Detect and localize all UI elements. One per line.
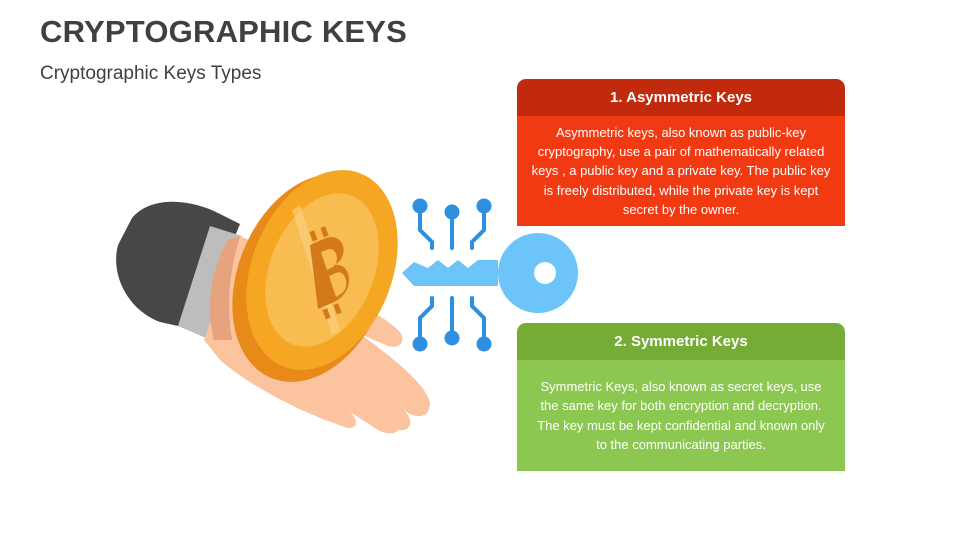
symmetric-keys-card: 2. Symmetric Keys Symmetric Keys, also k…: [517, 323, 845, 471]
slide-subtitle: Cryptographic Keys Types: [40, 63, 262, 84]
key-icon: [402, 233, 578, 313]
asymmetric-keys-text: Asymmetric keys, also known as public-ke…: [531, 124, 831, 217]
symmetric-keys-text: Symmetric Keys, also known as secret key…: [537, 378, 825, 452]
asymmetric-keys-heading: 1. Asymmetric Keys: [517, 79, 845, 116]
illustration: [116, 170, 578, 434]
symmetric-keys-body: Symmetric Keys, also known as secret key…: [517, 360, 845, 471]
symmetric-keys-heading: 2. Symmetric Keys: [517, 323, 845, 360]
asymmetric-keys-body: Asymmetric keys, also known as public-ke…: [517, 116, 845, 226]
slide-title: CRYPTOGRAPHIC KEYS: [40, 14, 408, 49]
asymmetric-keys-card: 1. Asymmetric Keys Asymmetric keys, also…: [517, 79, 845, 226]
bitcoin-coin-icon: [232, 170, 398, 382]
